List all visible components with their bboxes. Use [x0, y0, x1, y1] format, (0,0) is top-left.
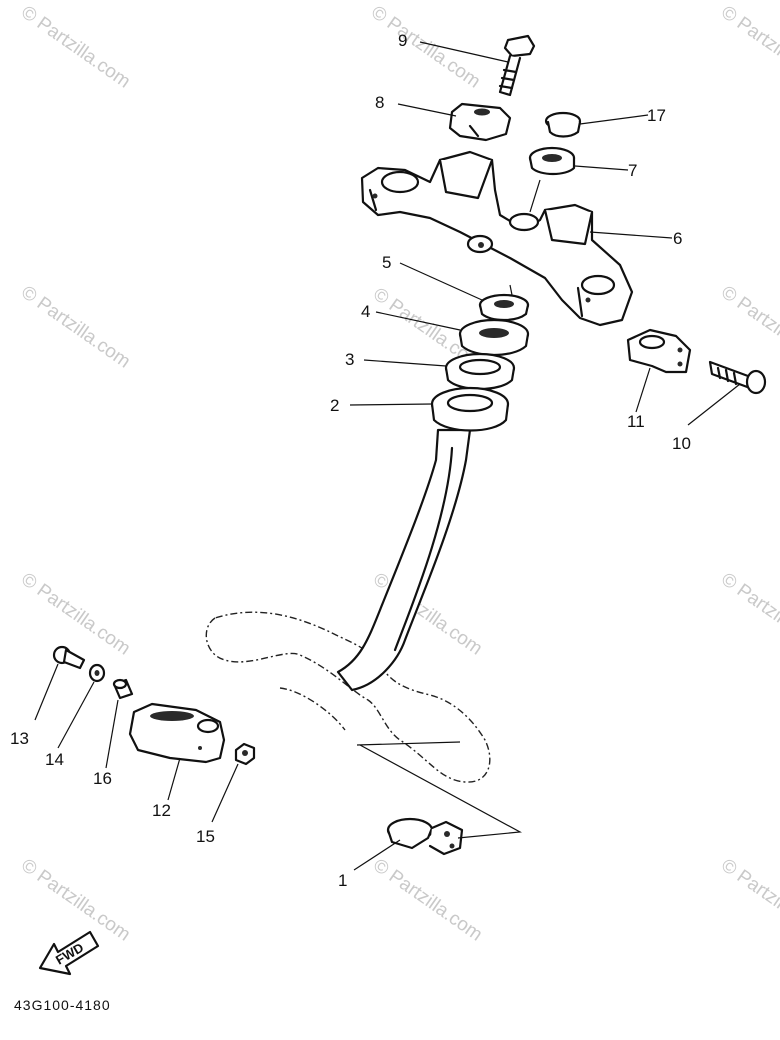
callout-13: 13	[10, 729, 29, 748]
washer-14	[88, 663, 106, 683]
callout-9: 9	[398, 31, 407, 50]
callout-10: 10	[672, 434, 691, 453]
callout-17: 17	[647, 106, 666, 125]
watermark: © Partzilla.com	[17, 855, 134, 946]
watermark: © Partzilla.com	[717, 569, 780, 660]
watermark: © Partzilla.com	[717, 855, 780, 946]
callout-16: 16	[93, 769, 112, 788]
clamp-11	[626, 328, 692, 374]
seal-2	[430, 386, 510, 432]
cap-17	[544, 111, 582, 138]
callout-8: 8	[375, 93, 384, 112]
clamp-12	[128, 702, 226, 764]
watermark: © Partzilla.com	[17, 282, 134, 373]
upper-bracket	[360, 150, 634, 327]
callout-6: 6	[673, 229, 682, 248]
lower-bracket-outline	[205, 611, 491, 783]
bolt-13	[52, 645, 86, 670]
callout-14: 14	[45, 750, 64, 769]
callout-11: 11	[627, 412, 645, 431]
callout-4: 4	[361, 302, 370, 321]
callout-7: 7	[628, 161, 637, 180]
bolt-10	[708, 360, 767, 395]
callout-5: 5	[382, 253, 391, 272]
diagram-code: 43G100-4180	[14, 997, 111, 1013]
leader-lines	[34, 41, 741, 871]
collar-7	[528, 146, 576, 176]
watermark: © Partzilla.com	[717, 282, 780, 373]
callout-3: 3	[345, 350, 354, 369]
watermark: © Partzilla.com	[717, 2, 780, 93]
watermark: © Partzilla.com	[17, 2, 134, 93]
holder-8	[448, 102, 512, 142]
callout-15: 15	[196, 827, 215, 846]
fwd-arrow: FWD	[38, 930, 100, 976]
watermark-layer: © Partzilla.com © Partzilla.com © Partzi…	[17, 2, 780, 946]
bearing-3	[444, 352, 516, 390]
watermark: © Partzilla.com	[369, 855, 486, 946]
steering-stem	[336, 428, 472, 692]
collar-16	[112, 678, 134, 700]
callout-2: 2	[330, 396, 339, 415]
callout-numbers: 9 8 17 7 6 5 4 3 2 11 10 13 14 16 12 15 …	[10, 31, 691, 890]
watermark: © Partzilla.com	[17, 569, 134, 660]
clamp-1	[386, 817, 464, 856]
washer-4	[458, 318, 530, 356]
bolt-9	[498, 34, 536, 97]
nut-15	[234, 742, 256, 766]
watermark: © Partzilla.com	[367, 2, 484, 93]
callout-1: 1	[338, 871, 347, 890]
callout-12: 12	[152, 801, 171, 820]
ring-nut-5	[478, 293, 530, 322]
